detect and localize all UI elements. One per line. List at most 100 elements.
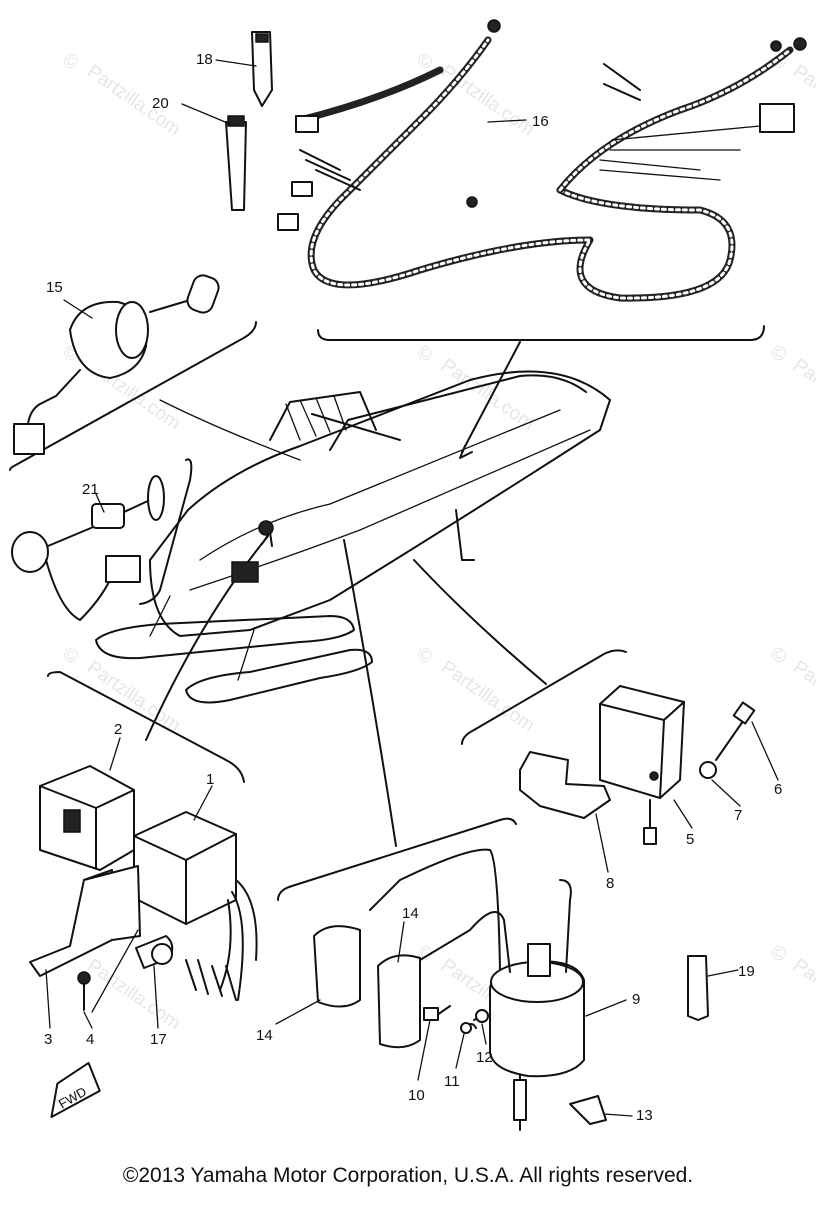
regulator-terminal: [63, 809, 81, 833]
plug-cap-14b: [377, 954, 421, 1049]
switch-cap: [11, 531, 49, 573]
body-line: [189, 429, 591, 591]
harness-connector: [759, 103, 795, 133]
callout-12: 12: [476, 1049, 493, 1066]
leader-line: [595, 813, 609, 873]
leader-line: [487, 119, 527, 123]
keys: [225, 31, 273, 211]
leader-line: [83, 1011, 93, 1029]
watermark: Partzilla.com: [437, 355, 538, 435]
callout-11: 11: [444, 1073, 460, 1090]
switch-collar: [91, 503, 125, 529]
bracket-cdi-group: [47, 671, 245, 783]
nut-12: [475, 1009, 489, 1023]
regulator-5: [599, 685, 685, 799]
callout-20: 20: [152, 95, 169, 112]
watermark-symbol: ©: [64, 646, 78, 667]
callout-15: 15: [46, 279, 63, 296]
leader-line: [109, 737, 121, 771]
windshield: [269, 391, 377, 441]
leader-line: [397, 921, 405, 963]
leader-line: [585, 999, 627, 1017]
harness-main-loop: [307, 36, 736, 302]
harness-terminal: [793, 37, 807, 51]
watermark: Partzilla.com: [789, 355, 816, 435]
wire-harness: [277, 19, 807, 302]
bracket-switch-group: [9, 321, 257, 471]
body-line: [199, 409, 561, 561]
coil-lead: [559, 879, 572, 973]
snowmobile-illustration: [95, 370, 611, 704]
pointer-line: [343, 539, 397, 847]
callout-1: 1: [206, 771, 214, 788]
callout-17: 17: [150, 1031, 167, 1048]
bolt-6-head: [732, 701, 756, 725]
fwd-arrow: [50, 1061, 101, 1119]
hood-emblem: [258, 520, 274, 536]
bolt-10-head: [423, 1007, 439, 1021]
key-18-grip: [255, 33, 269, 43]
headlight: [231, 561, 259, 583]
handlebar: [311, 413, 401, 441]
callout-9: 9: [632, 991, 640, 1008]
clamp-17-hole: [151, 943, 173, 965]
watermark: Partzilla.com: [83, 657, 184, 737]
callout-7: 7: [734, 807, 742, 824]
callout-18: 18: [196, 51, 213, 68]
bracket-3-side: [83, 865, 141, 941]
bracket-8: [519, 751, 611, 819]
leader-line: [417, 1019, 431, 1081]
rear-flap: [455, 509, 475, 561]
leader-line: [603, 1113, 633, 1117]
leader-line: [751, 721, 779, 781]
switch-lead: [27, 403, 41, 425]
key-shaft: [149, 299, 191, 313]
leader-line: [63, 299, 93, 319]
callout-19: 19: [738, 963, 755, 980]
leader-line: [95, 493, 105, 513]
watermark-symbol: ©: [418, 344, 432, 365]
leader-line: [215, 59, 257, 67]
callout-13: 13: [636, 1107, 653, 1124]
callout-14a: 14: [256, 1027, 273, 1044]
key-19: [687, 955, 709, 1021]
hightension-lead: [419, 911, 511, 973]
key-20-grip: [227, 115, 245, 127]
callout-6: 6: [774, 781, 782, 798]
plug-cap-14a: [313, 925, 361, 1008]
harness-connector: [291, 181, 313, 197]
switch-connector: [105, 555, 141, 583]
switch-connector: [13, 423, 45, 455]
hightension-lead: [369, 848, 501, 971]
watermark-symbol: ©: [772, 944, 786, 965]
leader-lines: [45, 59, 779, 1117]
harness-terminal: [770, 40, 782, 52]
regulator-edges: [39, 785, 135, 869]
callout-5: 5: [686, 831, 694, 848]
harness-connector: [295, 115, 319, 133]
switch-knob: [147, 475, 165, 521]
watermark: Partzilla.com: [789, 955, 816, 1035]
leader-line: [673, 799, 693, 829]
watermark: Partzilla.com: [789, 657, 816, 737]
callout-labels: 18 20 16 15 21 2 1 3 4 17 14 14 10 11 12…: [44, 51, 782, 1124]
bracket-harness-group: [317, 325, 765, 341]
snowmobile-body: [149, 370, 611, 637]
switch-face: [115, 301, 149, 359]
callout-4: 4: [86, 1031, 94, 1048]
leader-line: [481, 1023, 487, 1045]
washer-11: [460, 1022, 472, 1034]
key-head: [186, 274, 220, 314]
callout-16: 16: [532, 113, 549, 130]
callout-2: 2: [114, 721, 122, 738]
fwd-indicator: FWD: [50, 1061, 101, 1119]
regulator-5-hole: [649, 771, 659, 781]
group-brackets: [9, 321, 765, 901]
callout-10: 10: [408, 1087, 425, 1104]
watermark-symbol: ©: [418, 646, 432, 667]
copyright-notice: ©2013 Yamaha Motor Corporation, U.S.A. A…: [122, 1164, 694, 1187]
harness-terminal: [466, 196, 478, 208]
main-switch: [13, 274, 220, 455]
harness-terminal: [487, 19, 501, 33]
